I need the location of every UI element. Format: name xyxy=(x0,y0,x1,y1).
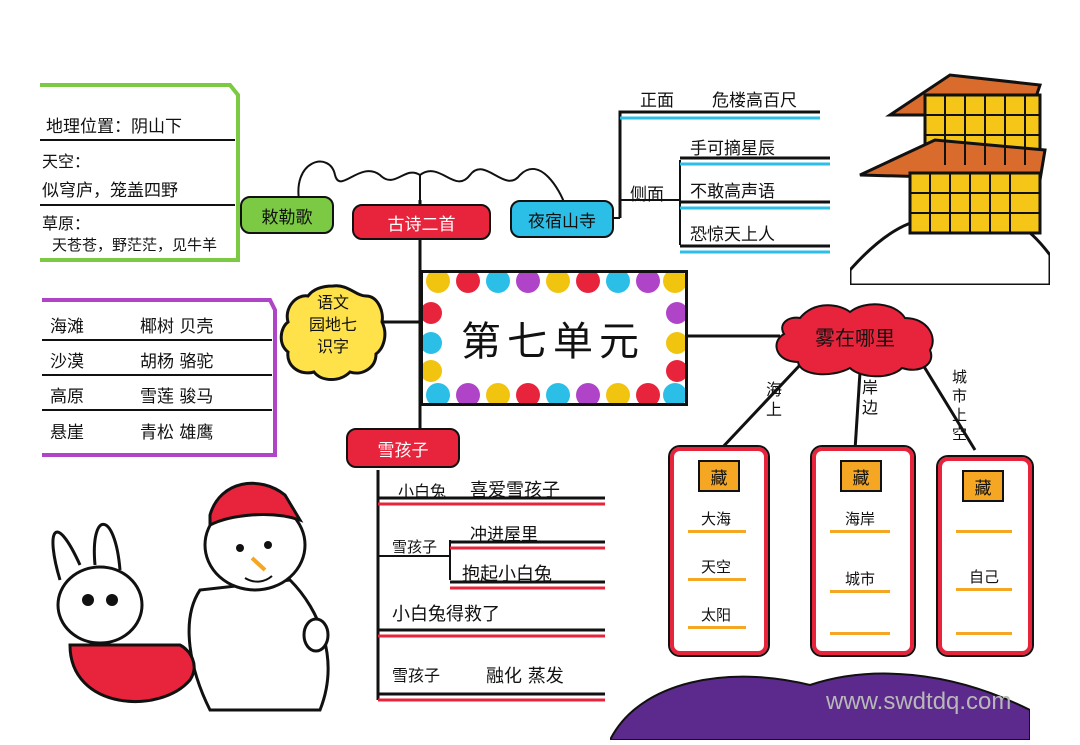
chile-sky-label: 天空： xyxy=(42,152,91,171)
fog-box-1-line-1 xyxy=(688,530,746,533)
snow-row-3-left: 小白兔得救了 xyxy=(392,604,500,625)
fog-box-3-item-2: 自己 xyxy=(968,568,999,586)
fog-branch-2-label: 岸边 xyxy=(862,378,879,417)
yesu-side-label: 侧面 xyxy=(630,185,664,205)
yuwen-bubble-text: 语文 园地七 识字 xyxy=(308,293,357,356)
snowman-rabbit-illustration xyxy=(51,481,330,712)
snow-row-4-left: 雪孩子 xyxy=(392,666,441,685)
yuwen-row-4-place: 悬崖 xyxy=(50,423,84,443)
yesu-side-item-2: 不敢高声语 xyxy=(690,182,775,202)
chile-grass-text: 天苍苍，野茫茫，见牛羊 xyxy=(52,236,218,254)
yesu-front-text: 危楼高百尺 xyxy=(712,91,797,111)
snow-tag[interactable]: 雪孩子 xyxy=(346,428,460,468)
yuwen-row-1-things: 椰树 贝壳 xyxy=(140,317,214,337)
fog-box-2 xyxy=(810,445,916,657)
yuwen-row-1-place: 海滩 xyxy=(50,317,84,337)
snow-branch-1: 冲进屋里 xyxy=(470,525,538,545)
fog-box-1-line-3 xyxy=(688,626,746,629)
fog-box-2-hide-label: 藏 xyxy=(840,460,882,492)
yesu-side-item-1: 手可摘星辰 xyxy=(690,139,775,159)
yesu-side-item-3: 恐惊天上人 xyxy=(690,225,775,245)
fog-box-1-hide-label: 藏 xyxy=(698,460,740,492)
fog-box-2-item-2: 城市 xyxy=(844,570,875,588)
fog-box-1-item-1: 大海 xyxy=(700,510,731,528)
snow-row-4-right: 融化 蒸发 xyxy=(486,666,564,687)
center-title: 第七单元 xyxy=(453,299,653,377)
yuwen-row-3-place: 高原 xyxy=(50,387,84,407)
chile-tag[interactable]: 敕勒歌 xyxy=(240,196,334,234)
fog-branch-1-label: 海上 xyxy=(766,380,783,419)
pagoda-illustration xyxy=(850,73,1050,285)
yuwen-row-3-things: 雪莲 骏马 xyxy=(140,387,214,407)
fog-cloud-shape xyxy=(775,303,934,378)
fog-box-2-item-1: 海岸 xyxy=(844,510,875,528)
fog-box-2-line-2 xyxy=(830,590,890,593)
snow-row-2-left: 雪孩子 xyxy=(392,538,438,556)
fog-box-2-line-1 xyxy=(830,530,890,533)
poems-tag[interactable]: 古诗二首 xyxy=(352,204,491,240)
fog-box-3-line-1 xyxy=(956,530,1012,533)
yuwen-bubble-shape xyxy=(279,284,387,381)
fog-box-2-line-3 xyxy=(830,632,890,635)
fog-box-1 xyxy=(668,445,770,657)
center-dots-border xyxy=(423,273,685,403)
purple-ground-illustration xyxy=(610,672,1030,740)
yesu-front-label: 正面 xyxy=(640,91,674,111)
fog-box-3-line-2 xyxy=(956,588,1012,591)
yuwen-row-2-place: 沙漠 xyxy=(50,352,84,372)
yuwen-row-4-things: 青松 雄鹰 xyxy=(140,423,214,443)
fog-box-3 xyxy=(936,455,1034,657)
chile-location: 地理位置：阴山下 xyxy=(46,117,182,137)
fog-box-1-line-2 xyxy=(688,578,746,581)
fog-tag[interactable]: 雾在哪里 xyxy=(815,326,895,350)
snow-branch-2: 抱起小白兔 xyxy=(462,564,552,585)
watermark-text: www.swdtdq.com xyxy=(826,688,1012,715)
yesu-tag[interactable]: 夜宿山寺 xyxy=(510,200,614,238)
fog-box-1-item-3: 太阳 xyxy=(700,606,731,624)
yuwen-row-2-things: 胡杨 骆驼 xyxy=(140,352,214,372)
fog-box-3-hide-label: 藏 xyxy=(962,470,1004,502)
snow-row-1-right: 喜爱雪孩子 xyxy=(470,480,560,501)
center-title-box[interactable]: 第七单元 xyxy=(420,270,688,406)
snow-row-1-left: 小白兔 xyxy=(398,482,447,501)
chile-sky-text: 似穹庐，笼盖四野 xyxy=(42,181,178,201)
chile-grass-label: 草原： xyxy=(42,214,91,233)
fog-box-3-line-3 xyxy=(956,632,1012,635)
fog-branch-3-label: 城市上空 xyxy=(952,368,968,443)
fog-box-1-item-2: 天空 xyxy=(700,558,731,576)
